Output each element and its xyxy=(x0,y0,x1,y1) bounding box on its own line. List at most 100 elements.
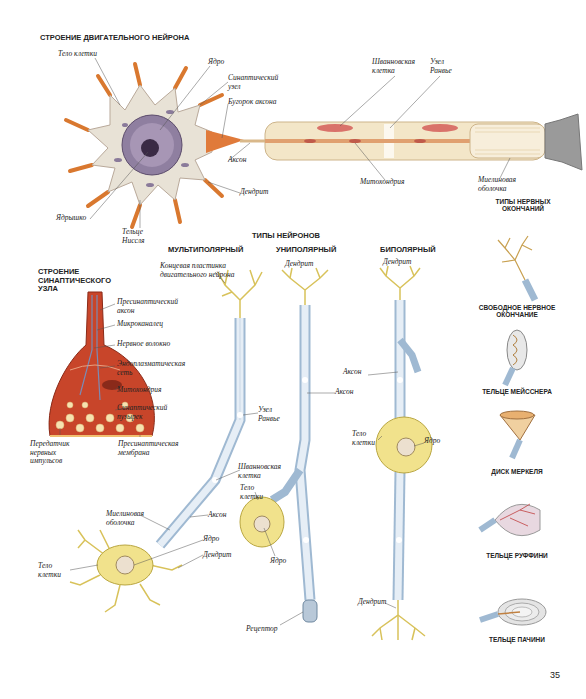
nerve-endings-part-part xyxy=(522,245,532,250)
synaptic-knob-part-part xyxy=(96,424,104,432)
leader-lines-part xyxy=(97,325,115,330)
part-label: Миелиновая оболочка xyxy=(106,510,151,527)
multipolar-neuron xyxy=(70,270,262,612)
part-label: Шванновская клетка xyxy=(238,463,288,480)
part-label: Рецептор xyxy=(246,625,278,634)
bipolar-neuron-part-part xyxy=(410,266,414,276)
part-label: Аксон xyxy=(343,368,361,377)
leader-lines-part xyxy=(355,143,385,180)
motor-neuron-part-part xyxy=(349,139,361,143)
part-label: Тело клетки xyxy=(38,562,68,579)
motor-neuron-part-part xyxy=(132,205,140,227)
part-label: Нервное волокно xyxy=(117,340,170,349)
motor-neuron-part xyxy=(240,140,268,143)
motor-neuron-part xyxy=(66,64,222,227)
section-heading: УНИПОЛЯРНЫЙ xyxy=(276,246,336,255)
leader-lines-part xyxy=(100,366,115,368)
unipolar-neuron-part-part xyxy=(282,270,305,305)
leader-lines-part xyxy=(368,372,398,375)
leader-lines-part xyxy=(94,345,115,348)
motor-neuron-part xyxy=(317,124,353,132)
leader-lines-part xyxy=(243,413,258,415)
part-label: Концевая пластинка двигательного нейрона xyxy=(160,262,255,279)
part-label: Дендрит xyxy=(383,258,412,267)
bipolar-neuron-part xyxy=(396,537,402,543)
motor-neuron-part-part xyxy=(66,120,88,130)
part-label: Пресинаптическая мембрана xyxy=(118,440,178,457)
motor-neuron-part-part xyxy=(414,139,426,143)
multipolar-neuron-part-part xyxy=(70,575,100,585)
motor-neuron-part-part xyxy=(98,76,110,95)
motor-neuron-part xyxy=(265,122,545,160)
ending-caption: СВОБОДНОЕ НЕРВНОЕ ОКОНЧАНИЕ xyxy=(472,304,562,319)
bipolar-neuron-part xyxy=(376,417,432,473)
bipolar-neuron-part-part xyxy=(380,268,400,300)
nerve-endings-part xyxy=(525,280,535,300)
part-label: Митохондрия xyxy=(360,178,404,187)
motor-neuron-part-part xyxy=(200,95,222,105)
section-heading: СТРОЕНИЕ ДВИГАТЕЛЬНОГО НЕЙРОНА xyxy=(40,34,189,43)
leader-lines-part xyxy=(280,612,303,625)
part-label: Миелиновая оболочка xyxy=(478,176,538,193)
multipolar-neuron-part xyxy=(212,477,218,483)
unipolar-neuron-part-part xyxy=(305,270,328,290)
motor-neuron-part-part xyxy=(175,200,180,222)
multipolar-neuron-part-part xyxy=(78,540,85,548)
part-label: Аксон xyxy=(228,156,246,165)
bipolar-neuron-part-part xyxy=(397,615,399,640)
ending-caption: ТЕЛЬЦЕ МЕЙССНЕРА xyxy=(472,388,562,395)
motor-neuron-part-part xyxy=(175,68,186,88)
page-number: 35 xyxy=(550,670,560,680)
motor-neuron-part-part xyxy=(304,139,316,143)
multipolar-neuron-part-part xyxy=(150,565,182,570)
unipolar-neuron-part xyxy=(300,305,310,600)
unipolar-neuron-part xyxy=(240,497,284,547)
motor-neuron-part-part xyxy=(70,165,92,171)
leader-lines-part xyxy=(100,304,115,310)
motor-neuron-part-part xyxy=(475,128,540,129)
synaptic-knob-part-part xyxy=(106,414,114,422)
nerve-endings-part xyxy=(513,335,517,365)
motor-neuron xyxy=(66,64,582,227)
motor-neuron-part xyxy=(206,130,244,153)
motor-neuron-part-part xyxy=(205,180,222,196)
part-label: Дендрит xyxy=(285,260,314,269)
part-label: Аксон xyxy=(335,388,353,397)
unipolar-neuron-part-part xyxy=(316,268,320,278)
motor-neuron-part xyxy=(422,124,458,132)
motor-neuron-part xyxy=(545,114,582,170)
leader-lines-part xyxy=(140,515,170,530)
nerve-endings-part xyxy=(480,614,498,620)
part-label: Ядро xyxy=(203,535,219,544)
nerve-endings-part-part xyxy=(502,260,515,262)
leader-lines-part xyxy=(70,565,98,570)
motor-neuron-part-part xyxy=(181,163,189,167)
unipolar-neuron-part xyxy=(302,377,308,383)
unipolar-neuron-part xyxy=(303,600,317,622)
nerve-endings xyxy=(480,236,546,625)
leader-lines xyxy=(60,58,510,625)
part-label: Ядро xyxy=(270,557,286,566)
motor-neuron-part xyxy=(122,115,182,175)
part-label: Узел Ранвье xyxy=(258,406,286,423)
nerve-endings-part-part xyxy=(520,504,530,510)
bipolar-neuron-part xyxy=(380,266,420,300)
leader-lines-part xyxy=(208,182,240,193)
multipolar-neuron-part-part xyxy=(140,584,160,605)
nerve-endings-part xyxy=(480,520,495,530)
bipolar-neuron xyxy=(372,266,432,640)
part-label: Синаптический узел xyxy=(228,74,283,91)
bipolar-neuron-part xyxy=(397,438,415,456)
nerve-endings-part xyxy=(498,599,546,625)
motor-neuron-part-part xyxy=(475,132,540,133)
ending-caption: ДИСК МЕРКЕЛЯ xyxy=(472,468,562,475)
nerve-endings-part xyxy=(495,504,540,535)
leader-lines-part xyxy=(134,540,203,565)
leader-lines-part xyxy=(95,58,120,105)
bipolar-neuron-part xyxy=(400,340,418,372)
leader-lines-part xyxy=(340,76,395,126)
motor-neuron-part-part xyxy=(475,154,540,155)
leader-lines-part xyxy=(160,66,210,130)
leader-lines-part xyxy=(385,603,396,608)
